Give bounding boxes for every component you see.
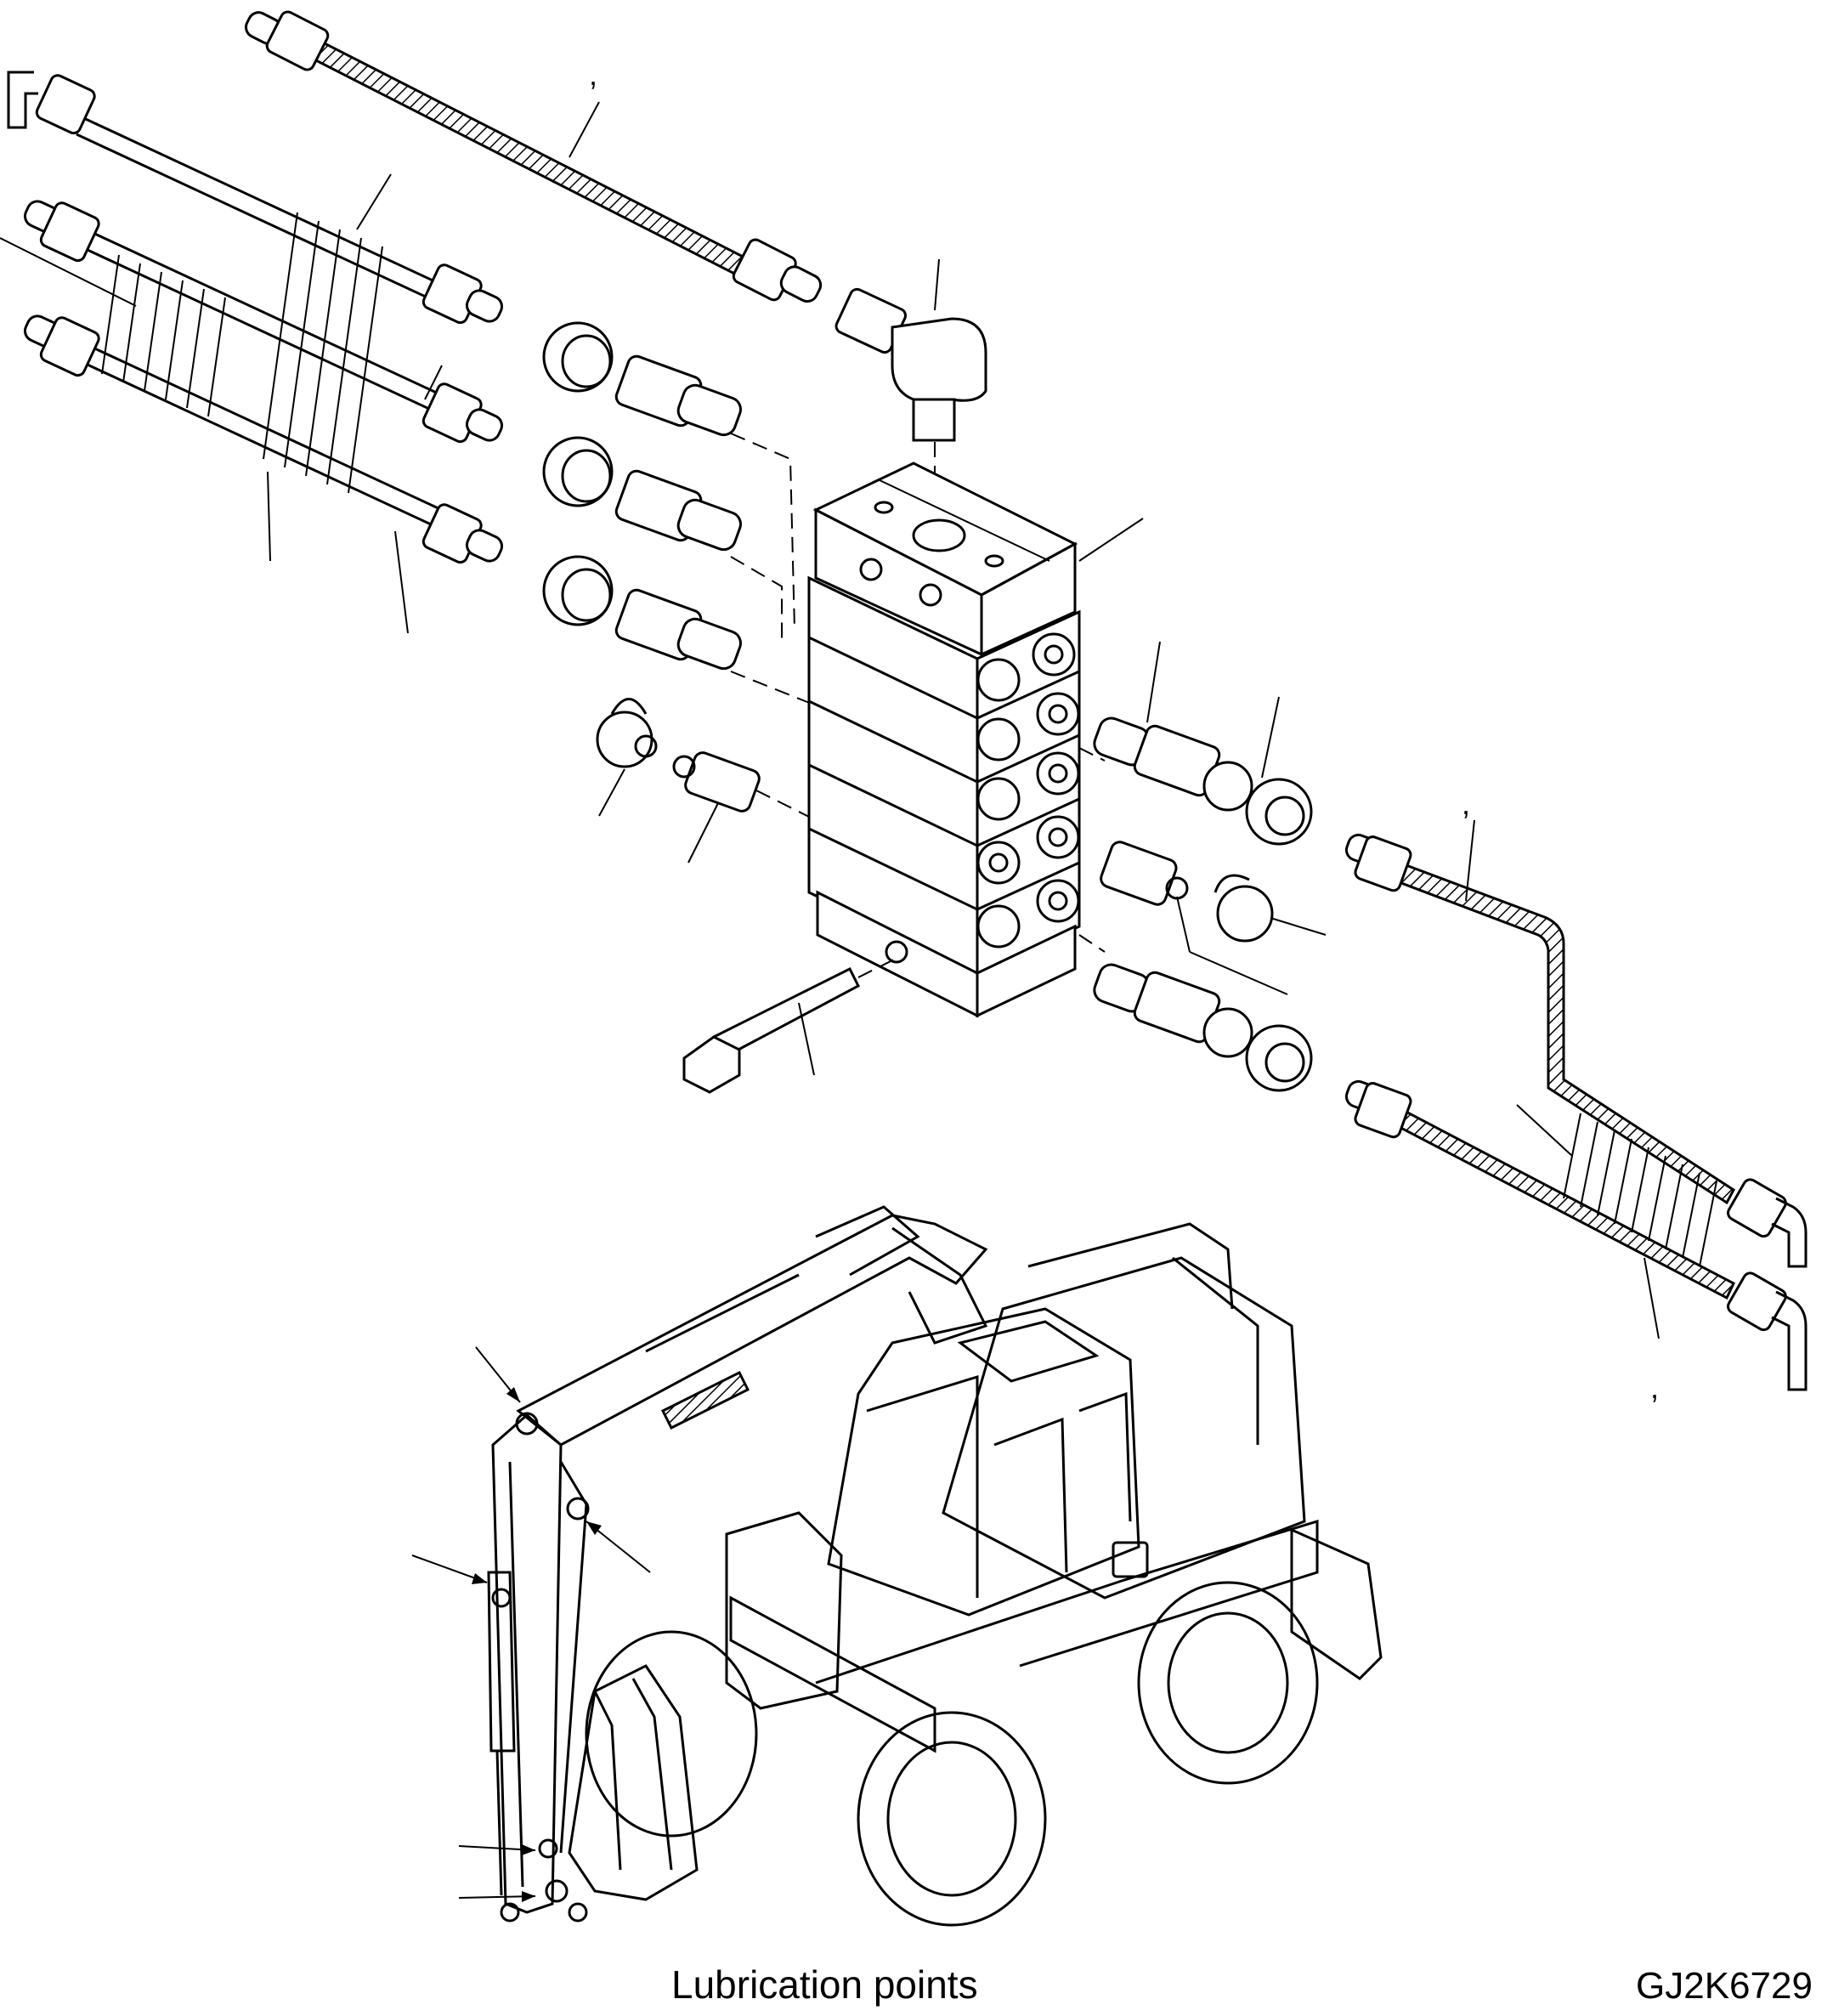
mounting-bolt [682, 955, 902, 1094]
hose-fitting-icon [1093, 963, 1253, 1058]
hose-fitting-icon [542, 436, 742, 552]
hose-fitting-icon [1093, 716, 1253, 812]
dust-cap-icon [1245, 1024, 1313, 1092]
grease-nipple-cap-icon [596, 698, 658, 768]
grease-nipple-cap-icon [1214, 874, 1274, 943]
grease-nipple-icon [672, 751, 761, 813]
wheeled-excavator-icon [487, 1205, 1383, 1927]
elbow-fitting [834, 258, 987, 518]
left-fittings [542, 321, 817, 864]
callout-mark: , [1650, 1370, 1659, 1405]
lubrication-manifold-block-icon [807, 462, 1144, 1018]
drawing-code: GJ2K6729 [1636, 1965, 1813, 2007]
hose-fitting-icon [542, 321, 742, 437]
top-hatched-hose [245, 10, 823, 303]
callout-mark: , [1462, 786, 1470, 821]
right-hose-bundle [1344, 819, 1808, 1391]
grease-nipple-icon [1100, 841, 1189, 906]
left-hose-bundle [0, 71, 504, 634]
figure-caption: Lubrication points [671, 1962, 978, 2007]
lubrication-point-arrows [411, 1346, 651, 1902]
callout-mark: , [589, 57, 597, 92]
dust-cap-icon [1245, 778, 1313, 846]
right-fittings [1078, 641, 1327, 1092]
hose-fitting-icon [542, 555, 742, 671]
hose-fitting-icon [245, 10, 330, 71]
hose-fitting-icon [732, 238, 823, 303]
